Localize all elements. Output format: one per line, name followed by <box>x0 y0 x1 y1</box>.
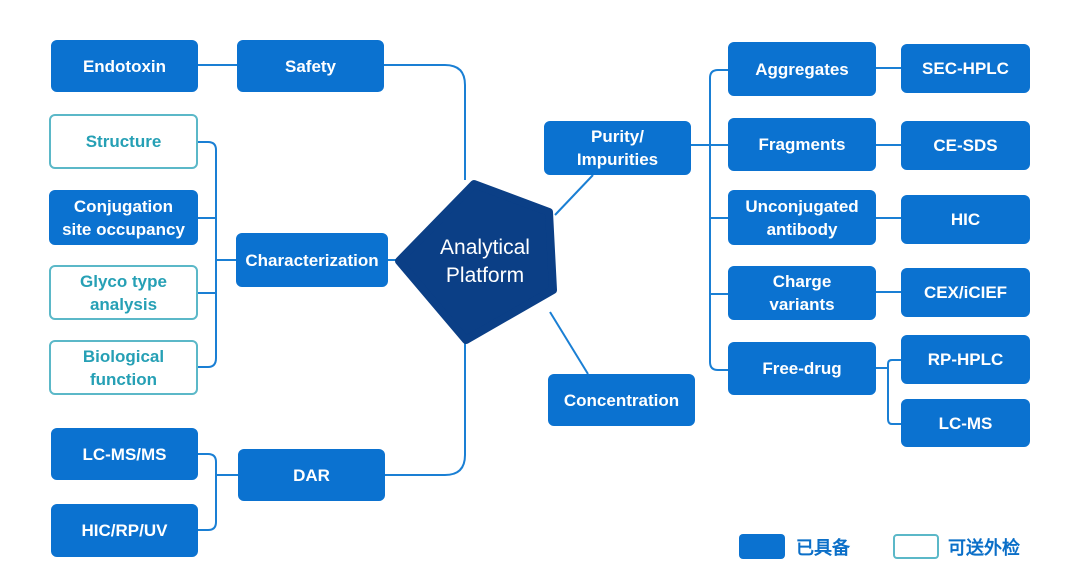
cex-iclef-node: CEX/iCIEF <box>901 268 1030 317</box>
aggregates-node: Aggregates <box>728 42 876 96</box>
hic-node: HIC <box>901 195 1030 244</box>
connector-center-safety <box>384 64 466 180</box>
glyco-type-analysis-node: Glyco type analysis <box>49 265 198 320</box>
legend-outsourced-label: 可送外检 <box>948 538 1020 559</box>
conjugation-site-occupancy-node: Conjugation site occupancy <box>49 190 198 245</box>
lc-ms-ms-node: LC-MS/MS <box>51 428 198 480</box>
connector-purity-bracket <box>691 69 728 371</box>
characterization-node: Characterization <box>236 233 388 287</box>
unconjugated-antibody-node: Unconjugated antibody <box>728 190 876 245</box>
legend-filled-swatch <box>739 534 785 559</box>
connector-center-dar <box>385 340 466 476</box>
connector-characterization-bracket <box>198 141 236 368</box>
purity-impurities-node: Purity/ Impurities <box>544 121 691 175</box>
center-label: Analytical Platform <box>440 236 530 287</box>
connector-center-concentration <box>549 311 589 375</box>
connector-freedrug-bracket <box>876 359 901 425</box>
connector-center-purity <box>554 174 594 216</box>
dar-node: DAR <box>238 449 385 501</box>
sec-hplc-node: SEC-HPLC <box>901 44 1030 93</box>
free-drug-node: Free-drug <box>728 342 876 395</box>
ce-sds-node: CE-SDS <box>901 121 1030 170</box>
rp-hplc-node: RP-HPLC <box>901 335 1030 384</box>
center-pentagon <box>395 180 557 344</box>
legend-outline-swatch <box>893 534 939 559</box>
safety-node: Safety <box>237 40 384 92</box>
structure-node: Structure <box>49 114 198 169</box>
charge-variants-node: Charge variants <box>728 266 876 320</box>
biological-function-node: Biological function <box>49 340 198 395</box>
endotoxin-node: Endotoxin <box>51 40 198 92</box>
concentration-node: Concentration <box>548 374 695 426</box>
lc-ms-node: LC-MS <box>901 399 1030 447</box>
fragments-node: Fragments <box>728 118 876 171</box>
hic-rp-uv-node: HIC/RP/UV <box>51 504 198 557</box>
connector-dar-bracket <box>198 453 238 531</box>
legend-available-label: 已具备 <box>796 538 850 559</box>
